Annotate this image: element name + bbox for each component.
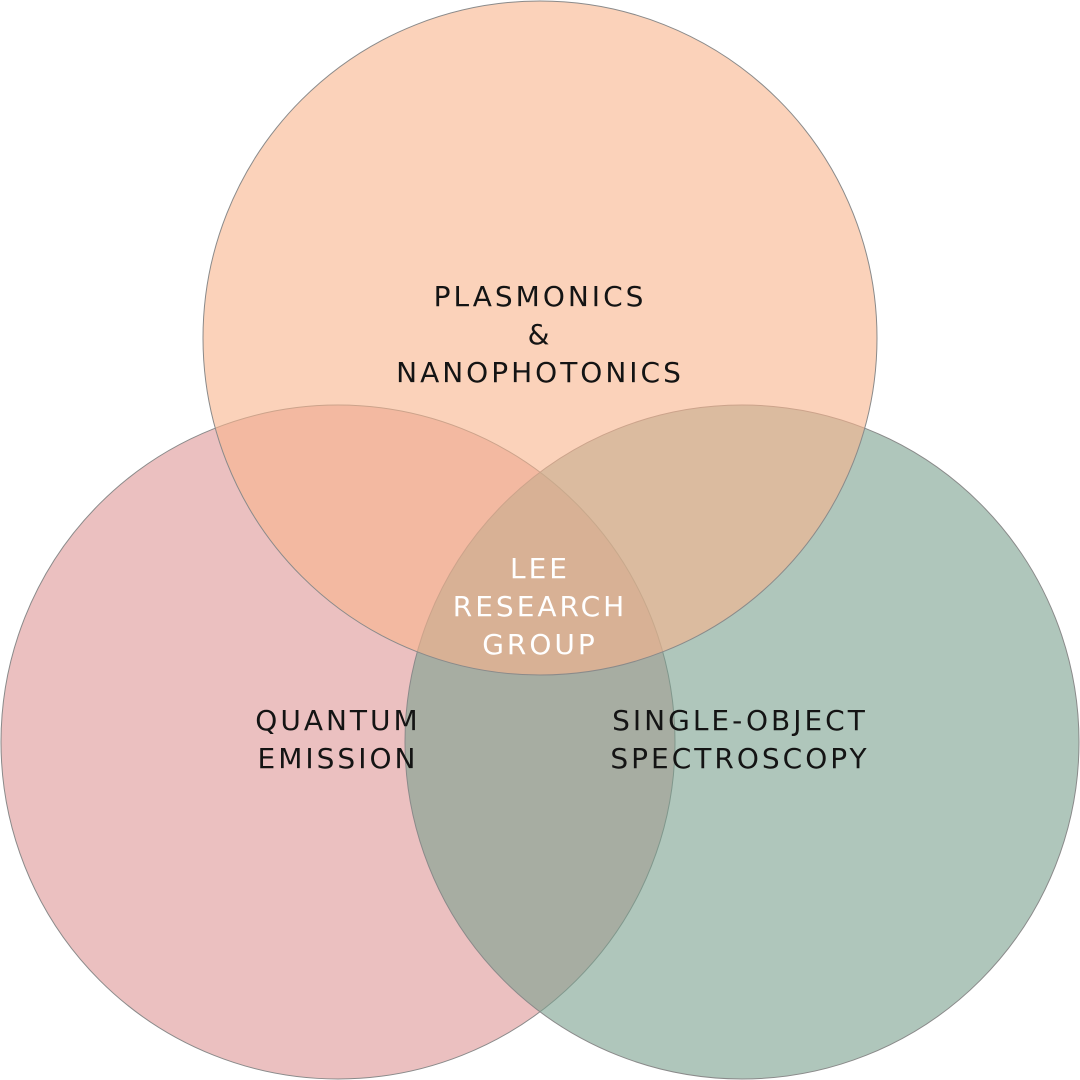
label-center-line-3: GROUP bbox=[482, 628, 598, 661]
label-right-line-2: SPECTROSCOPY bbox=[610, 742, 870, 775]
label-top-line-1: PLASMONICS bbox=[433, 280, 647, 313]
label-quantum-emission: QUANTUM EMISSION bbox=[188, 702, 488, 778]
label-lee-research-group: LEE RESEARCH GROUP bbox=[400, 550, 680, 664]
label-right-line-1: SINGLE-OBJECT bbox=[612, 704, 868, 737]
label-left-line-1: QUANTUM bbox=[255, 704, 421, 737]
label-plasmonics-nanophotonics: PLASMONICS & NANOPHOTONICS bbox=[340, 278, 740, 392]
label-left-line-2: EMISSION bbox=[257, 742, 419, 775]
label-top-line-2: & bbox=[527, 318, 553, 351]
label-single-object-spectroscopy: SINGLE-OBJECT SPECTROSCOPY bbox=[560, 702, 920, 778]
label-top-line-3: NANOPHOTONICS bbox=[396, 356, 684, 389]
circle-top bbox=[202, 0, 878, 676]
label-center-line-2: RESEARCH bbox=[452, 590, 628, 623]
label-center-line-1: LEE bbox=[510, 552, 570, 585]
